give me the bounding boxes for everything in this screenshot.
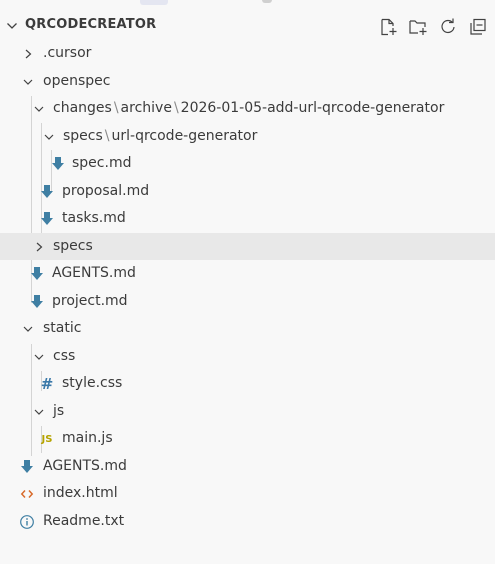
refresh-icon[interactable] — [437, 16, 459, 38]
tree-item-label: spec.md — [72, 155, 132, 171]
tree-item-spec-md[interactable]: spec.md — [0, 150, 495, 178]
path-separator: \ — [113, 100, 119, 116]
tree-item-agents-md-root[interactable]: AGENTS.md — [0, 453, 495, 481]
indent-guide — [51, 150, 52, 193]
tree-item-label: main.js — [62, 430, 113, 446]
tree-item-label: project.md — [52, 292, 128, 309]
chevron-down-icon — [21, 74, 35, 90]
chevron-down-icon — [32, 349, 46, 365]
tree-item-tasks-md[interactable]: tasks.md — [0, 205, 495, 233]
path-segment-changes[interactable]: changes — [53, 100, 112, 116]
markdown-download-icon — [19, 458, 35, 476]
indent-guide — [41, 123, 42, 248]
info-icon — [19, 513, 35, 531]
chevron-down-icon — [21, 321, 35, 337]
markdown-download-icon — [29, 293, 45, 311]
compact-folder-path: changes\archive\2026-01-05-add-url-qrcod… — [53, 100, 444, 116]
js-icon: JS — [41, 433, 53, 445]
tree-item-specs-folder[interactable]: specs — [0, 232, 495, 260]
new-file-icon[interactable] — [377, 16, 399, 38]
tree-item-main-js[interactable]: JS main.js — [0, 425, 495, 453]
chevron-down-icon[interactable] — [4, 18, 20, 34]
workspace-title: QRCODECREATOR — [25, 17, 157, 32]
markdown-download-icon — [50, 155, 66, 173]
tree-item-label: openspec — [43, 72, 111, 89]
tree-item-css-folder[interactable]: css — [0, 343, 495, 371]
tree-item-label: index.html — [43, 485, 118, 501]
explorer-header[interactable]: QRCODECREATOR — [0, 12, 495, 40]
code-brackets-icon — [19, 485, 35, 503]
tree-item-js-folder[interactable]: js — [0, 398, 495, 426]
tree-item-label: .cursor — [43, 45, 92, 61]
tree-item-specs-url-folder[interactable]: specs\url-qrcode-generator — [0, 123, 495, 151]
path-segment-date-folder[interactable]: 2026-01-05-add-url-qrcode-generator — [180, 100, 445, 116]
tree-item-index-html[interactable]: index.html — [0, 480, 495, 508]
tree-item-proposal-md[interactable]: proposal.md — [0, 178, 495, 206]
top-indicator — [262, 0, 272, 3]
indent-guide — [41, 426, 42, 453]
chevron-right-icon — [21, 46, 35, 62]
tree-item-label: Readme.txt — [43, 512, 125, 529]
explorer-actions — [377, 16, 489, 38]
chevron-down-icon — [42, 129, 56, 145]
tree-item-readme-txt[interactable]: Readme.txt — [0, 508, 495, 536]
tree-item-changes-archive-folder[interactable]: changes\archive\2026-01-05-add-url-qrcod… — [0, 95, 495, 123]
tree-item-label: style.css — [62, 375, 123, 391]
compact-folder-path: specs\url-qrcode-generator — [63, 128, 257, 144]
tree-item-project-md[interactable]: project.md — [0, 288, 495, 316]
file-tree: .cursor openspec changes\archive\2026-01… — [0, 40, 495, 535]
chevron-down-icon — [32, 101, 46, 117]
tree-item-label: js — [53, 402, 65, 419]
collapse-all-icon[interactable] — [467, 16, 489, 38]
markdown-download-icon — [39, 183, 55, 201]
indent-guide — [41, 371, 42, 391]
chevron-right-icon — [32, 239, 46, 255]
tree-item-label: static — [43, 320, 82, 336]
path-segment-archive[interactable]: archive — [120, 100, 172, 116]
tree-item-cursor-folder[interactable]: .cursor — [0, 40, 495, 68]
tree-item-label: AGENTS.md — [43, 457, 127, 474]
path-segment-specs[interactable]: specs — [63, 127, 103, 144]
tree-item-style-css[interactable]: # style.css — [0, 370, 495, 398]
chevron-down-icon — [32, 404, 46, 420]
path-separator: \ — [173, 100, 179, 116]
markdown-download-icon — [39, 210, 55, 228]
tree-item-label: css — [53, 347, 76, 364]
indent-guide — [31, 96, 32, 303]
tree-item-agents-md-openspec[interactable]: AGENTS.md — [0, 260, 495, 288]
tree-item-openspec-folder[interactable]: openspec — [0, 68, 495, 96]
tree-item-label: specs — [53, 237, 93, 254]
new-folder-icon[interactable] — [407, 16, 429, 38]
markdown-download-icon — [29, 265, 45, 283]
tree-item-static-folder[interactable]: static — [0, 315, 495, 343]
path-separator: \ — [104, 127, 110, 144]
tree-item-label: proposal.md — [62, 182, 150, 199]
tree-item-label: tasks.md — [62, 210, 126, 226]
path-segment-url-qrcode-generator[interactable]: url-qrcode-generator — [111, 127, 258, 144]
top-tab-indicator — [140, 0, 168, 5]
hash-icon: # — [40, 375, 54, 393]
tree-item-label: AGENTS.md — [52, 265, 136, 281]
indent-guide — [31, 344, 32, 456]
